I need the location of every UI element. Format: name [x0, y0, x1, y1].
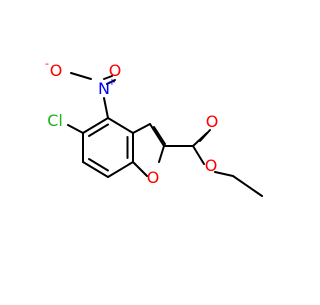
bond — [214, 171, 234, 177]
bond — [232, 175, 263, 197]
ester-oxygen-label: O — [205, 156, 218, 175]
nitro-nitrogen-label: N — [98, 79, 110, 98]
bond — [199, 129, 211, 142]
bond-lines — [67, 72, 263, 197]
bond — [88, 158, 109, 172]
bond — [88, 123, 109, 137]
bond — [107, 161, 134, 178]
chlorine-label: Cl — [47, 111, 63, 130]
bond — [132, 123, 151, 134]
bond — [158, 145, 165, 163]
nitro-oxygen-right-label: O — [109, 61, 122, 80]
bond — [70, 72, 92, 80]
molecule-structure: Cl N + O - O O O O — [45, 57, 263, 197]
bond — [192, 145, 205, 165]
bond — [132, 161, 148, 177]
bond — [67, 124, 84, 134]
bond — [153, 126, 166, 145]
nitro-positive-charge: + — [108, 77, 116, 88]
furan-oxygen-label: O — [147, 168, 160, 187]
bond — [82, 161, 109, 178]
bond — [107, 117, 134, 134]
carbonyl-oxygen-label: O — [206, 112, 219, 131]
bond — [103, 75, 113, 80]
nitro-negative-charge: - — [45, 57, 49, 70]
nitro-oxygen-top-label: O — [50, 61, 63, 80]
bond — [106, 79, 116, 85]
bond — [103, 97, 109, 119]
structure-canvas: Cl N + O - O O O O — [45, 57, 263, 197]
atom-labels: Cl N + O - O O O O — [45, 57, 218, 187]
bond — [149, 123, 165, 147]
bond — [82, 117, 109, 134]
